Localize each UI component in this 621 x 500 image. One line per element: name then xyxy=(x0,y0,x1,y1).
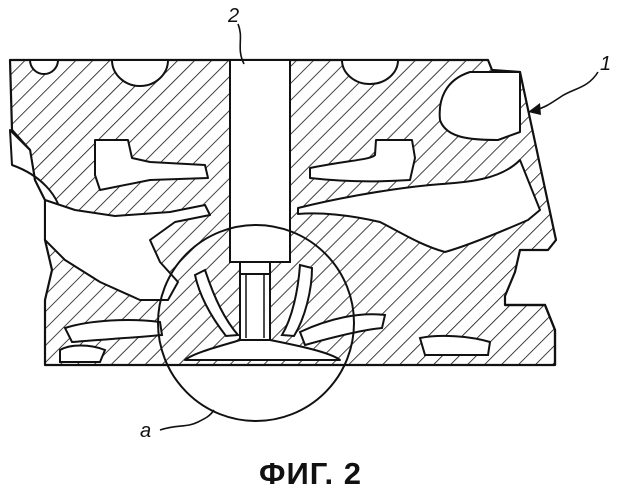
valve-guide-bore xyxy=(230,60,290,262)
label-detail-a: a xyxy=(140,420,151,442)
label-part-2: 2 xyxy=(227,5,239,27)
leader-part-2 xyxy=(238,24,244,64)
right-upper-pocket xyxy=(440,72,520,140)
lower-right-pocket xyxy=(420,336,490,355)
leader-part-1 xyxy=(535,72,598,110)
label-part-1: 1 xyxy=(600,53,611,75)
leader-detail-a xyxy=(160,410,214,430)
figure-caption: ФИГ. 2 xyxy=(0,456,621,492)
lower-left-pocket xyxy=(60,346,105,363)
